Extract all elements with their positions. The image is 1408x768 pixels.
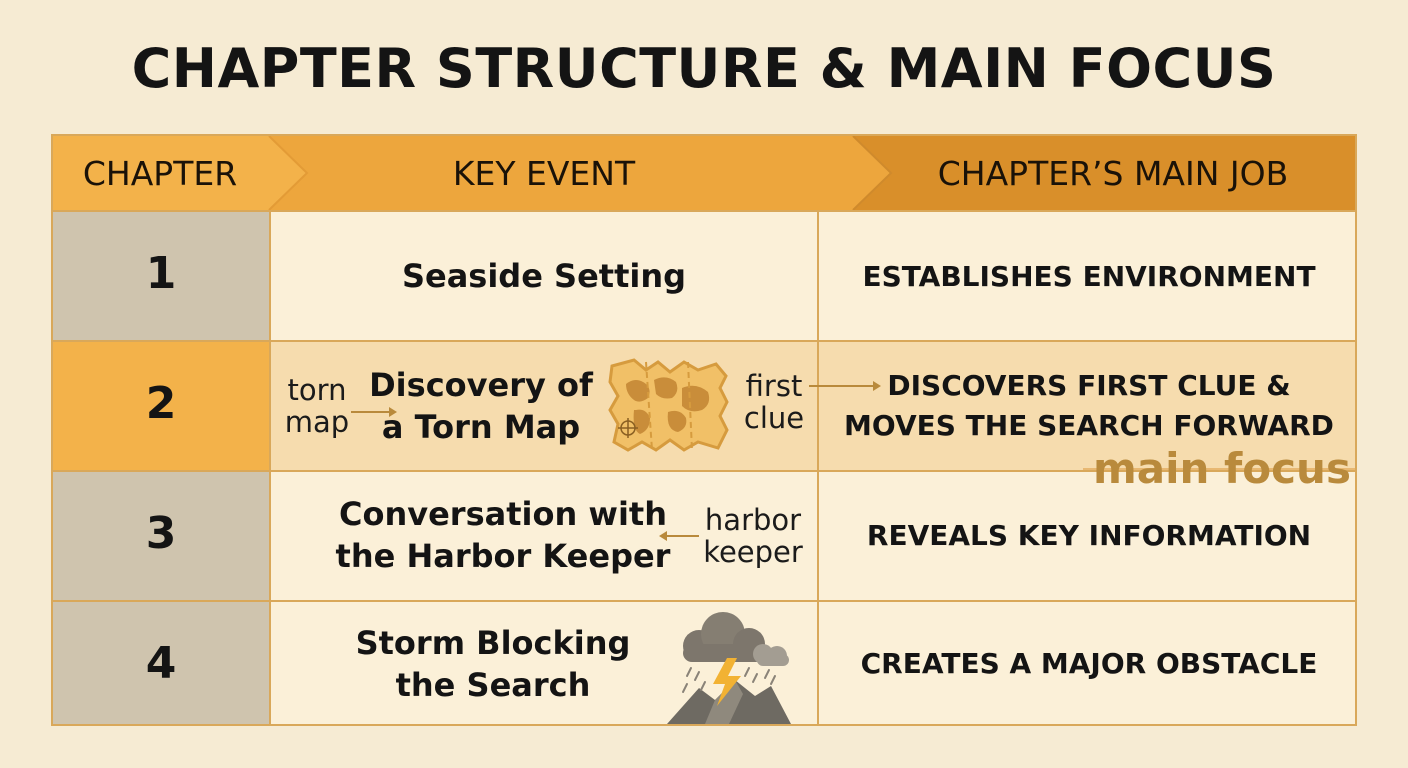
main-job-line: ESTABLISHES ENVIRONMENT	[862, 260, 1316, 293]
row-2-chapter-cell	[53, 342, 269, 470]
key-event: Seaside Setting	[271, 255, 817, 297]
row-1-job-cell	[819, 212, 1355, 340]
key-event-line: the Search	[395, 666, 591, 704]
main-job-line: CREATES A MAJOR OBSTACLE	[860, 647, 1318, 680]
row-3-event-cell	[271, 472, 817, 600]
row-divider	[53, 600, 1355, 602]
key-event: Discovery of a Torn Map	[369, 364, 593, 448]
key-event-line: Storm Blocking	[355, 624, 631, 662]
row-divider	[53, 470, 1355, 472]
chapter-table: CHAPTER KEY EVENT CHAPTER’S MAIN JOB 1 S…	[51, 134, 1357, 726]
torn-map-icon	[608, 358, 729, 452]
row-1-chapter-cell	[53, 212, 269, 340]
row-4-job-cell	[819, 602, 1355, 724]
header-chapter: CHAPTER	[82, 154, 238, 193]
main-focus-label: main focus	[1093, 444, 1351, 493]
key-event-line: Conversation with	[338, 495, 667, 533]
chapter-number: 4	[145, 638, 177, 689]
header-main-job: CHAPTER’S MAIN JOB	[937, 154, 1289, 193]
main-job-line: MOVES THE SEARCH FORWARD	[844, 409, 1334, 442]
main-job-line: REVEALS KEY INFORMATION	[866, 519, 1312, 552]
annotation-line: clue	[743, 401, 805, 435]
arrow-right-icon	[809, 381, 881, 391]
annotation-first-clue: first clue	[741, 370, 807, 434]
column-divider	[817, 210, 819, 726]
main-job: DISCOVERS FIRST CLUE & MOVES THE SEARCH …	[819, 366, 1359, 446]
header-divider	[53, 210, 1355, 212]
annotation-line: map	[284, 405, 350, 439]
key-event: Storm Blocking the Search	[353, 622, 633, 706]
storm-cloud-icon	[667, 612, 791, 724]
row-2-job-cell	[819, 342, 1355, 470]
annotation-line: keeper	[703, 535, 803, 569]
row-divider	[53, 340, 1355, 342]
row-1-event-cell	[271, 212, 817, 340]
row-4-chapter-cell	[53, 602, 269, 724]
main-job: CREATES A MAJOR OBSTACLE	[819, 644, 1359, 684]
row-3-chapter-cell	[53, 472, 269, 600]
key-event-line: Seaside Setting	[401, 257, 687, 295]
column-divider	[269, 210, 271, 726]
main-job: REVEALS KEY INFORMATION	[819, 516, 1359, 556]
arrow-left-icon	[659, 531, 699, 541]
key-event-line: the Harbor Keeper	[335, 537, 671, 575]
arrow-right-icon	[351, 407, 397, 417]
chapter-number: 2	[145, 378, 177, 429]
annotation-line: harbor	[704, 503, 802, 537]
key-event-line: Discovery of	[369, 366, 593, 404]
page-title: CHAPTER STRUCTURE & MAIN FOCUS	[131, 37, 1277, 100]
annotation-line: torn	[287, 373, 347, 407]
chapter-number: 1	[145, 248, 177, 299]
annotation-line: first	[745, 369, 803, 403]
header-key-event: KEY EVENT	[452, 154, 636, 193]
table-header: CHAPTER KEY EVENT CHAPTER’S MAIN JOB	[53, 136, 1355, 212]
key-event: Conversation with the Harbor Keeper	[335, 493, 671, 577]
row-3-job-cell	[819, 472, 1355, 600]
main-job: ESTABLISHES ENVIRONMENT	[819, 257, 1359, 297]
chapter-number: 3	[145, 508, 177, 559]
header-chevrons	[53, 136, 1355, 211]
annotation-harbor-keeper: harbor keeper	[697, 504, 809, 568]
key-event-line: a Torn Map	[381, 408, 581, 446]
main-focus-underline	[1083, 468, 1355, 470]
main-job-line: DISCOVERS FIRST CLUE &	[887, 369, 1291, 402]
annotation-torn-map: torn map	[279, 374, 355, 438]
